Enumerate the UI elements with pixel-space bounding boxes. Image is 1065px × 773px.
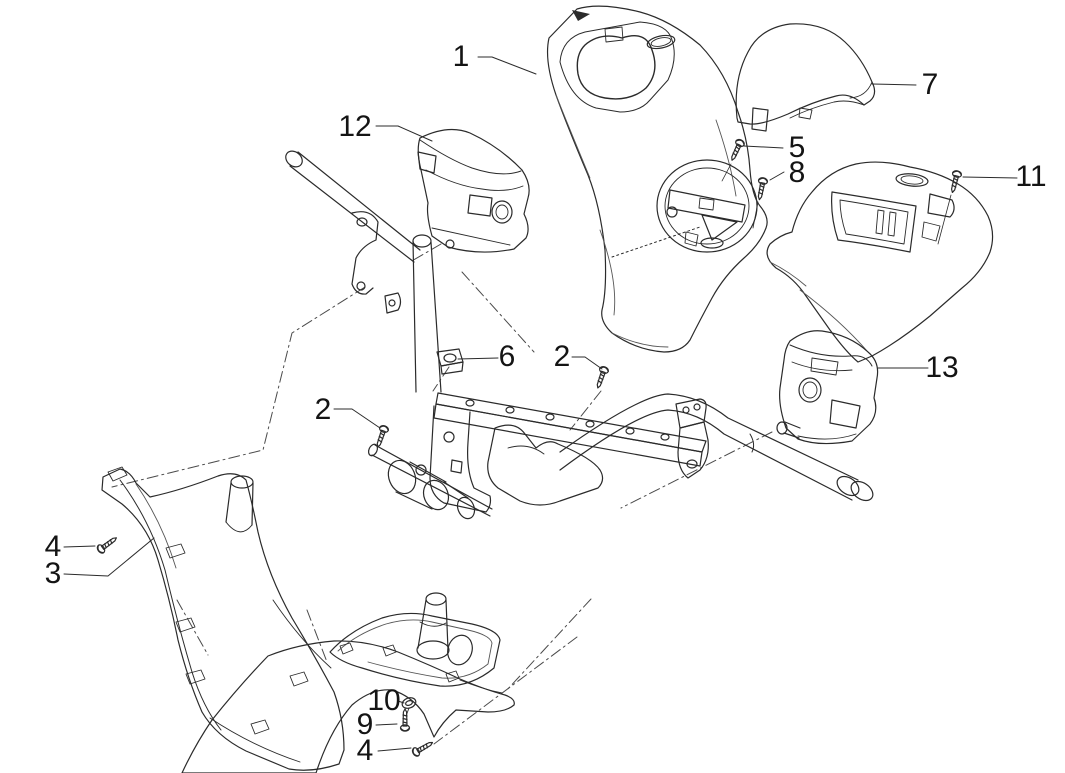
part-lower-front-cover — [102, 467, 344, 770]
part-lower-rear-cover — [182, 593, 514, 773]
part-front-cover — [548, 6, 768, 352]
screw-8 — [753, 176, 769, 228]
callout-label-12: 12 — [338, 110, 372, 143]
screw-4-left — [95, 533, 120, 556]
callout-label-3: 3 — [44, 557, 62, 590]
screw-4-bottom — [410, 738, 436, 759]
callout-label-1: 1 — [452, 40, 470, 73]
callout-label-2-left: 2 — [314, 393, 332, 426]
screw-11 — [938, 169, 963, 244]
screw-9 — [399, 708, 411, 732]
leader-lines — [64, 57, 1017, 751]
callout-label-10: 10 — [367, 684, 401, 717]
handlebar-frame-assembly — [283, 148, 877, 521]
callout-label-7: 7 — [921, 68, 939, 101]
clip-nut-6 — [437, 349, 463, 374]
part-right-pod-cover — [777, 331, 878, 444]
construction-lines — [112, 244, 772, 744]
callout-label-6: 6 — [498, 340, 516, 373]
part-rear-cover — [767, 162, 992, 362]
callout-label-5: 5 — [788, 131, 806, 164]
callout-label-4-left: 4 — [44, 530, 62, 563]
callout-label-11: 11 — [1015, 160, 1047, 193]
clip-10 — [401, 696, 418, 716]
part-spoiler-cover — [736, 24, 874, 131]
callout-label-8: 8 — [788, 156, 806, 189]
part-left-pod-cover — [418, 129, 529, 252]
callout-label-4-bottom: 4 — [356, 734, 374, 767]
callout-label-13: 13 — [925, 351, 959, 384]
callout-label-9: 9 — [356, 708, 374, 741]
screw-5 — [722, 137, 747, 181]
callout-label-2-right: 2 — [553, 340, 571, 373]
